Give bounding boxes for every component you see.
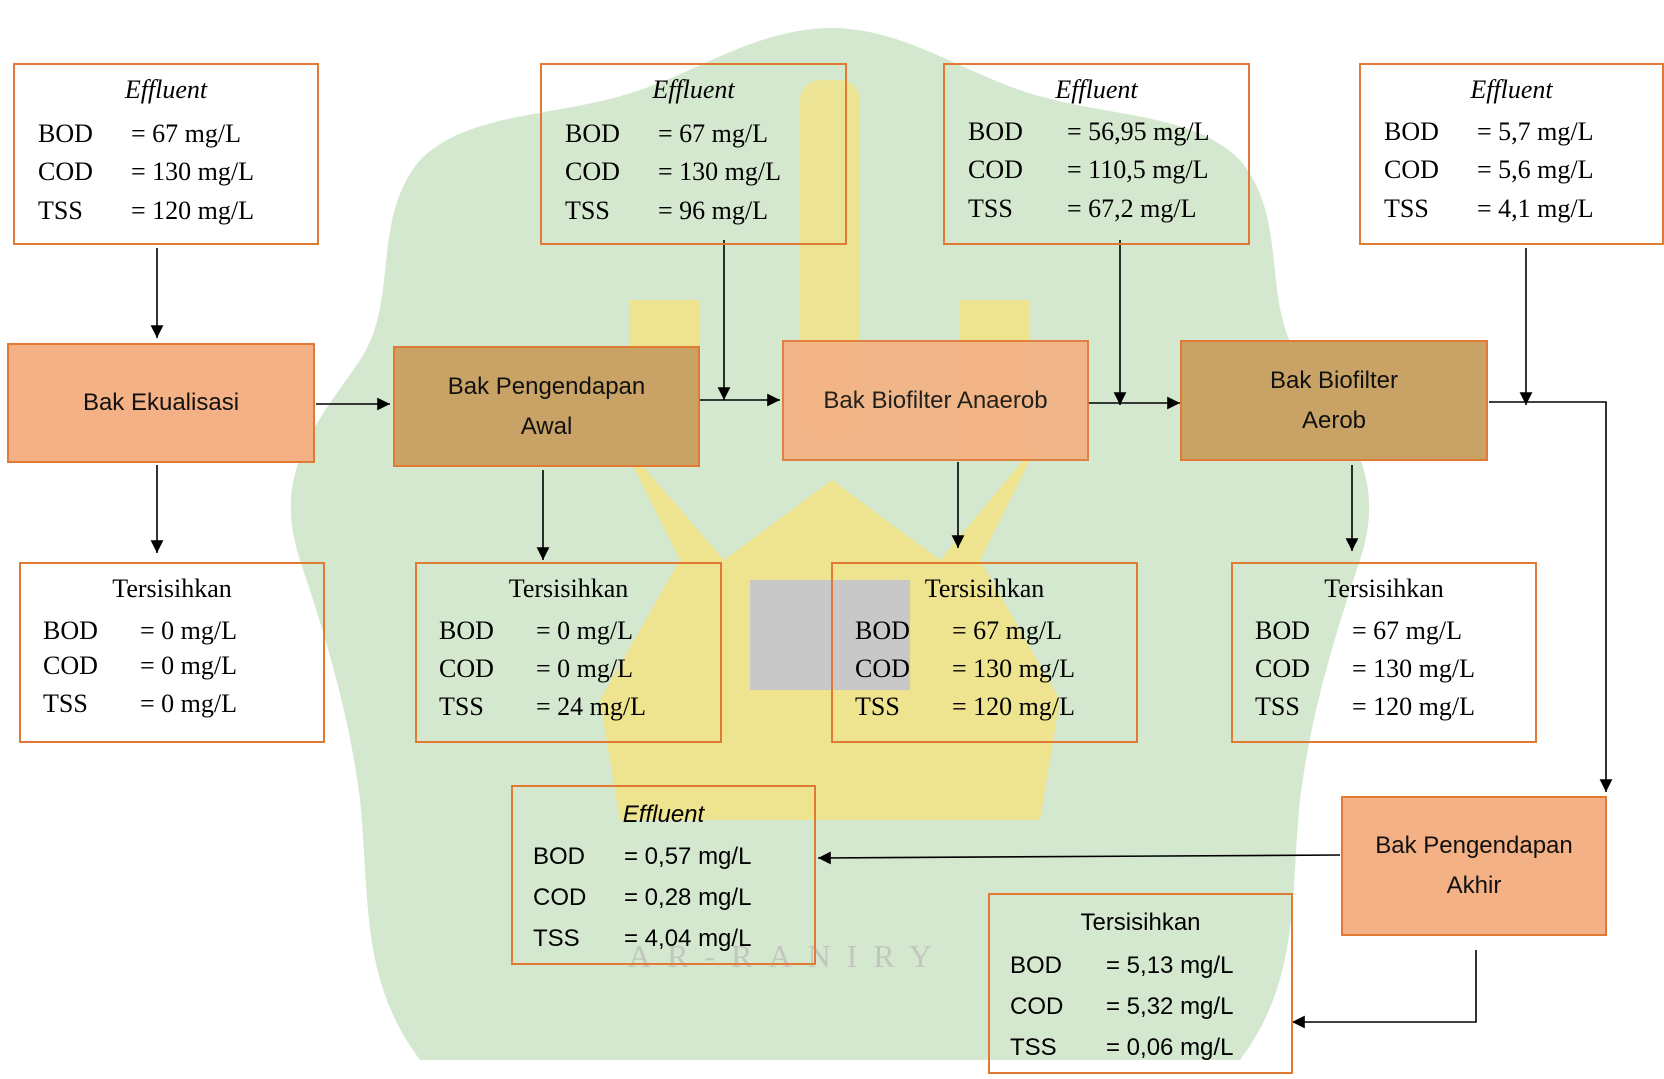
effluent-title: Effluent <box>652 75 735 104</box>
param-tss: TSS <box>855 692 900 721</box>
effluent-box-final: Effluent BOD = 0,57 mg/L COD = 0,28 mg/L T… <box>511 785 816 965</box>
removed-box-4: Tersisihkan BOD = 67 mg/L COD = 130 mg/L T… <box>1231 562 1537 743</box>
param-bod: BOD <box>1255 616 1310 645</box>
arrow-akhir-to-effluent5 <box>817 851 1341 865</box>
effluent-box-2: Effluent BOD = 67 mg/L COD = 130 mg/L TSS =… <box>540 63 847 245</box>
param-bod: BOD <box>38 119 93 148</box>
value-cod: = 130 mg/L <box>131 157 254 186</box>
process-label-line1: Bak Biofilter <box>1269 366 1399 394</box>
process-label: Bak Ekualisasi <box>82 389 240 416</box>
value-tss: = 96 mg/L <box>658 196 768 225</box>
param-bod: BOD <box>533 843 586 870</box>
removed-title: Tersisihkan <box>1080 909 1201 936</box>
param-bod: BOD <box>1384 117 1439 146</box>
effluent-title: Effluent <box>124 75 208 104</box>
process-bak-ekualisasi: Bak Ekualisasi <box>7 343 315 463</box>
param-cod: COD <box>1255 654 1310 683</box>
param-bod: BOD <box>1010 952 1063 979</box>
process-label-line2: Akhir <box>1446 872 1502 899</box>
value-bod: = 67 mg/L <box>1352 616 1462 645</box>
param-cod: COD <box>1010 993 1064 1020</box>
removed-title: Tersisihkan <box>112 574 232 603</box>
param-tss: TSS <box>565 196 610 225</box>
param-bod: BOD <box>439 616 494 645</box>
value-tss: = 4,1 mg/L <box>1477 194 1594 223</box>
param-tss: TSS <box>439 692 484 721</box>
value-cod: = 110,5 mg/L <box>1067 155 1209 184</box>
value-tss: = 120 mg/L <box>1352 692 1475 721</box>
value-cod: = 0,28 mg/L <box>624 884 752 911</box>
value-bod: = 0,57 mg/L <box>624 843 752 870</box>
param-bod: BOD <box>968 117 1023 146</box>
value-tss: = 24 mg/L <box>536 692 646 721</box>
removed-box-2: Tersisihkan BOD = 0 mg/L COD = 0 mg/L TSS =… <box>415 562 722 743</box>
removed-box-1: Tersisihkan BOD = 0 mg/L COD = 0 mg/L TSS =… <box>19 562 325 743</box>
removed-title: Tersisihkan <box>1324 574 1444 603</box>
effluent-title: Effluent <box>1055 75 1138 104</box>
param-tss: TSS <box>38 196 83 225</box>
process-label-line1: Bak Pengendapan <box>447 372 646 400</box>
process-label-line2: Aerob <box>1301 406 1367 434</box>
param-cod: COD <box>43 651 98 680</box>
value-bod: = 67 mg/L <box>952 616 1062 645</box>
value-bod: = 67 mg/L <box>658 119 768 148</box>
value-tss: = 120 mg/L <box>952 692 1075 721</box>
value-cod: = 5,32 mg/L <box>1106 993 1234 1020</box>
value-cod: = 5,6 mg/L <box>1477 155 1594 184</box>
value-cod: = 130 mg/L <box>952 654 1075 683</box>
value-tss: = 0,06 mg/L <box>1106 1034 1234 1061</box>
arrow-aerob-to-pengendapan-akhir <box>1489 401 1613 792</box>
param-cod: COD <box>855 654 910 683</box>
effluent-box-1: Effluent BOD = 67 mg/L COD = 130 mg/L TSS =… <box>13 63 319 245</box>
process-bak-biofilter-anaerob: Bak Biofilter Anaerob <box>782 340 1089 461</box>
param-bod: BOD <box>565 119 620 148</box>
effluent-box-3: Effluent BOD = 56,95 mg/L COD = 110,5 mg/L… <box>943 63 1250 245</box>
value-cod: = 0 mg/L <box>140 651 237 680</box>
value-bod: = 0 mg/L <box>140 616 237 645</box>
value-bod: = 5,13 mg/L <box>1106 952 1234 979</box>
process-label-line2: Awal <box>520 412 573 440</box>
arrow-akhir-to-removed5 <box>1292 950 1477 1029</box>
param-tss: TSS <box>1010 1034 1057 1061</box>
process-label-line1: Bak Pengendapan <box>1375 832 1573 859</box>
value-tss: = 4,04 mg/L <box>624 925 752 952</box>
param-tss: TSS <box>1384 194 1429 223</box>
param-cod: COD <box>1384 155 1439 184</box>
value-tss: = 67,2 mg/L <box>1067 194 1197 223</box>
value-tss: = 120 mg/L <box>131 196 254 225</box>
removed-box-3: Tersisihkan BOD = 67 mg/L COD = 130 mg/L T… <box>831 562 1138 743</box>
value-cod: = 0 mg/L <box>536 654 633 683</box>
param-bod: BOD <box>43 616 98 645</box>
param-cod: COD <box>968 155 1023 184</box>
value-cod: = 130 mg/L <box>658 157 781 186</box>
value-bod: = 56,95 mg/L <box>1067 117 1210 146</box>
effluent-box-4: Effluent BOD = 5,7 mg/L COD = 5,6 mg/L TSS… <box>1359 63 1664 245</box>
param-cod: COD <box>533 884 587 911</box>
process-label: Bak Biofilter Anaerob <box>823 386 1048 414</box>
param-bod: BOD <box>855 616 910 645</box>
param-tss: TSS <box>43 689 88 718</box>
effluent-title: Effluent <box>1470 75 1553 104</box>
param-tss: TSS <box>533 925 580 952</box>
value-bod: = 67 mg/L <box>131 119 241 148</box>
value-bod: = 5,7 mg/L <box>1477 117 1594 146</box>
param-cod: COD <box>38 157 93 186</box>
value-bod: = 0 mg/L <box>536 616 633 645</box>
removed-title: Tersisihkan <box>924 574 1045 603</box>
watermark-text: AR-RANIRY <box>628 938 949 974</box>
watermark-kaaba-shape <box>750 580 910 690</box>
value-cod: = 130 mg/L <box>1352 654 1475 683</box>
removed-title: Tersisihkan <box>508 574 629 603</box>
param-tss: TSS <box>1255 692 1300 721</box>
removed-box-final: Tersisihkan BOD = 5,13 mg/L COD = 5,32 mg/… <box>988 893 1293 1074</box>
param-cod: COD <box>439 654 494 683</box>
effluent-title: Effluent <box>622 801 705 828</box>
param-tss: TSS <box>968 194 1013 223</box>
param-cod: COD <box>565 157 620 186</box>
value-tss: = 0 mg/L <box>140 689 237 718</box>
